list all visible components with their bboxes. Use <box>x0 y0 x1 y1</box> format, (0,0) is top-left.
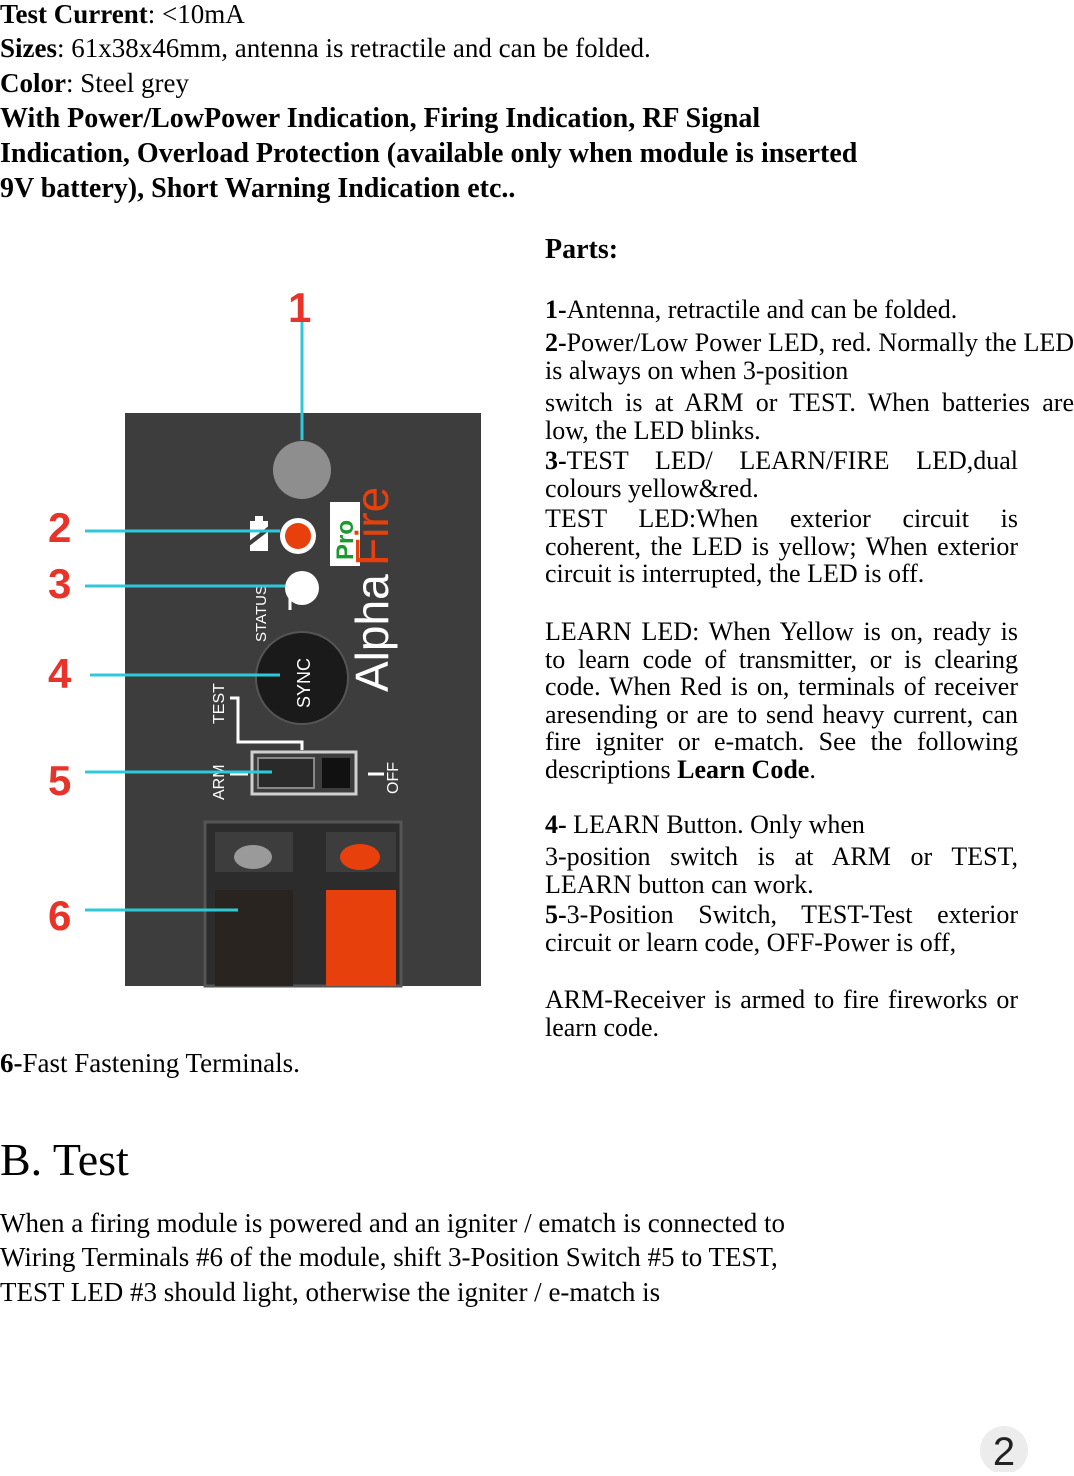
part-6: 6-Fast Fastening Terminals. <box>0 1048 300 1079</box>
section-b-line-1: When a firing module is powered and an i… <box>0 1208 785 1238</box>
callout-2: 2 <box>48 504 71 551</box>
status-label: STATUS <box>253 585 270 642</box>
brand-fire: Fire <box>346 487 398 566</box>
part-text: 3-Position Switch, TEST-Test exterior ci… <box>545 900 1018 957</box>
brand-alpha: Alpha <box>346 574 398 692</box>
spec-label: Sizes <box>0 33 57 63</box>
spec-label: Test Current <box>0 0 148 29</box>
pro-badge <box>330 502 360 566</box>
part-text: LEARN Button. Only when <box>566 810 865 839</box>
part-3-test-led: TEST LED:When exterior circuit is cohere… <box>545 504 1018 588</box>
callout-3: 3 <box>48 560 71 607</box>
part-2-cont: switch is at ARM or TEST. When batteries… <box>545 388 1074 445</box>
page-number-text: 2 <box>993 1430 1015 1472</box>
callout-5: 5 <box>48 757 71 804</box>
receiver-module-diagram: STATUS Pro Alpha Fire SYNC TEST ARM OFF … <box>48 284 481 988</box>
part-number: 1- <box>545 295 567 324</box>
part-4-cont: 3-position switch is at ARM or TEST, LEA… <box>545 842 1018 899</box>
learn-sync-button[interactable] <box>255 631 349 725</box>
part-text: LEARN LED: When Yellow is on, ready is t… <box>545 617 1018 784</box>
callout-6: 6 <box>48 892 71 939</box>
part-3-learn-led: LEARN LED: When Yellow is on, ready is t… <box>545 617 1018 784</box>
part-text: TEST LED/ LEARN/FIRE LED,dual colours ye… <box>545 446 1018 503</box>
part-4: 4- LEARN Button. Only when <box>545 811 1018 839</box>
power-led <box>285 523 311 549</box>
page-number: 2 <box>980 1426 1028 1472</box>
spec-value: : Steel grey <box>65 68 189 98</box>
part-text: Antenna, retractile and can be folded. <box>566 295 958 324</box>
part-number: 6- <box>0 1048 23 1078</box>
callout-leaders <box>85 322 304 912</box>
antenna <box>273 441 331 499</box>
part-number: 3- <box>545 446 567 475</box>
callout-4: 4 <box>48 650 72 697</box>
part-text: Power/Low Power LED, red. Normally the L… <box>545 328 1074 385</box>
parts-title: Parts: <box>545 234 619 265</box>
spec-value: : 61x38x46mm, antenna is retractile and … <box>57 33 651 63</box>
test-label: TEST <box>211 683 228 724</box>
pro-label: Pro <box>332 520 359 560</box>
part-3: 3-TEST LED/ LEARN/FIRE LED,dual colours … <box>545 447 1018 502</box>
spec-sizes: Sizes: 61x38x46mm, antenna is retractile… <box>0 31 651 65</box>
off-label: OFF <box>385 762 402 794</box>
spec-color: Color: Steel grey <box>0 66 189 100</box>
part-5-cont: ARM-Receiver is armed to fire fireworks … <box>545 985 1018 1042</box>
learn-code-ref: Learn Code <box>677 754 810 784</box>
spec-value: : <10mA <box>147 0 245 29</box>
section-b-line-2: Wiring Terminals #6 of the module, shift… <box>0 1242 778 1272</box>
status-led <box>285 571 319 605</box>
section-b-line-3: TEST LED #3 should light, otherwise the … <box>0 1277 661 1307</box>
part-number: 2- <box>545 328 567 357</box>
wiring-terminals[interactable] <box>203 820 403 988</box>
part-text: Fast Fastening Terminals. <box>22 1048 300 1078</box>
battery-icon <box>244 516 274 551</box>
callout-1: 1 <box>288 284 311 331</box>
part-1: 1-Antenna, retractile and can be folded. <box>545 296 1074 324</box>
section-b-heading: B. Test <box>0 1134 129 1185</box>
sync-label: SYNC <box>294 658 314 708</box>
part-number: 4- <box>545 810 567 839</box>
part-2: 2-Power/Low Power LED, red. Normally the… <box>545 329 1074 384</box>
part-number: 5- <box>545 900 567 929</box>
features-paragraph: With Power/LowPower Indication, Firing I… <box>0 103 858 204</box>
spec-label: Color <box>0 68 66 98</box>
arm-label: ARM <box>211 764 228 800</box>
part-5: 5-3-Position Switch, TEST-Test exterior … <box>545 901 1018 956</box>
spec-test-current: Test Current: <10mA <box>0 0 245 31</box>
